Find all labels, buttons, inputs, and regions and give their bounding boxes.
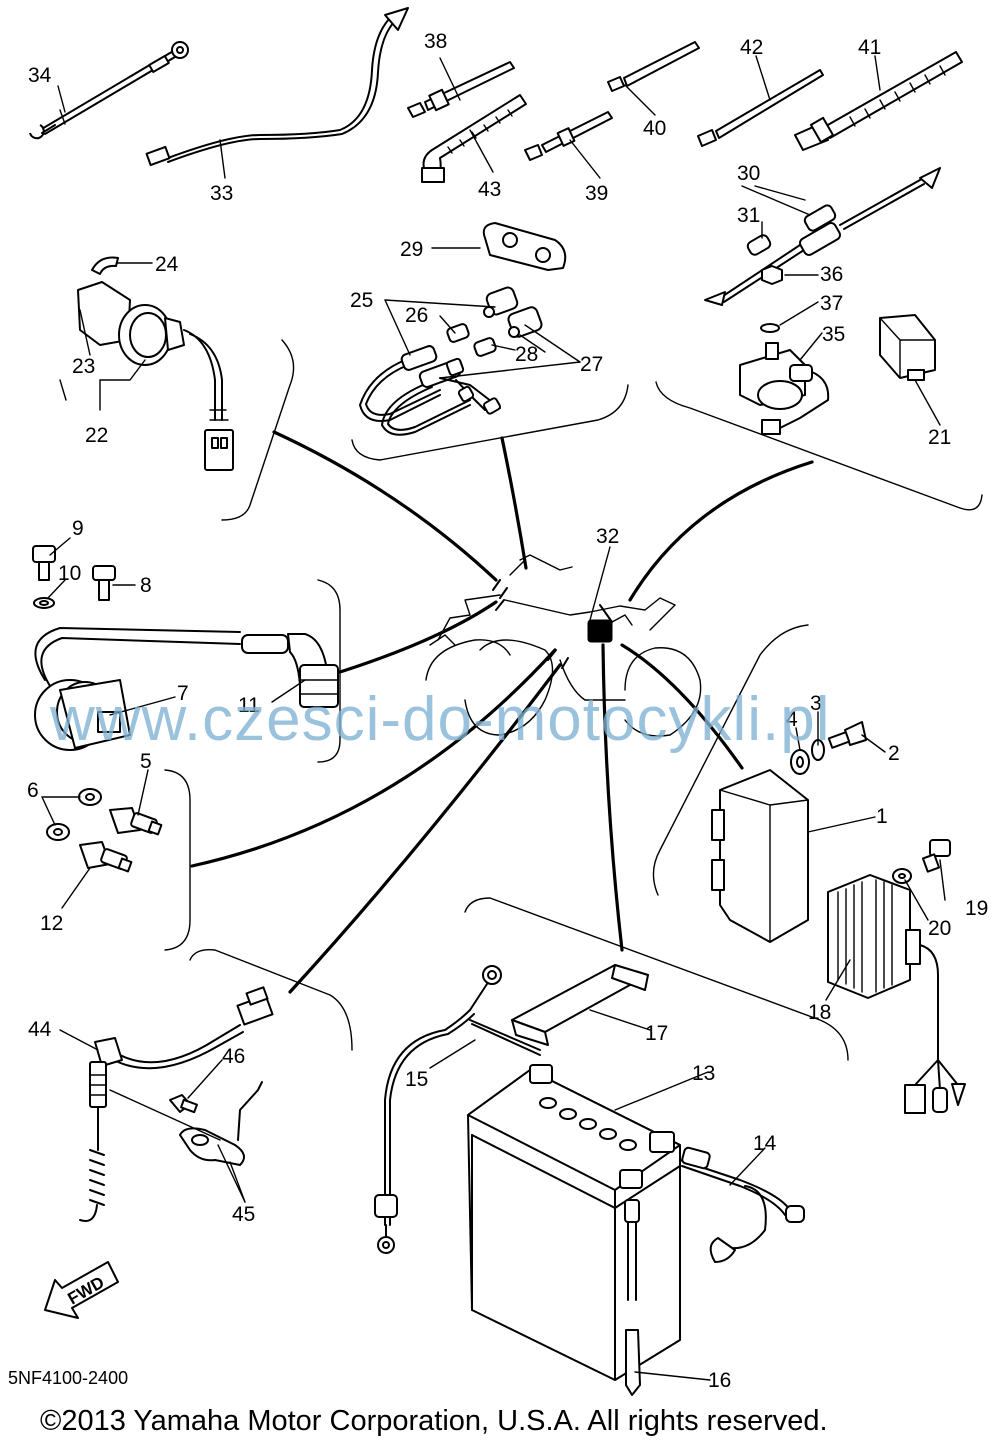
callout-33: 33 (210, 182, 233, 205)
watermark: www.czesci-do-motocykli.pl (49, 685, 831, 754)
part-18-rectifier (827, 874, 966, 1114)
callout-17: 17 (645, 1022, 668, 1045)
part-31-cap (746, 234, 772, 256)
callout-46: 46 (222, 1045, 245, 1068)
part-25-27-leads (359, 345, 501, 436)
callout-28: 28 (515, 343, 538, 366)
part-36-nut (761, 265, 783, 285)
part-44-brake-switch (79, 986, 274, 1222)
callout-41: 41 (858, 36, 881, 59)
callout-42: 42 (740, 36, 763, 59)
callout-18: 18 (808, 1001, 831, 1024)
copyright-notice: ©2013 Yamaha Motor Corporation, U.S.A. A… (40, 1405, 828, 1437)
callout-40: 40 (643, 117, 666, 140)
part-code: 5NF4100-2400 (8, 1368, 128, 1388)
callout-15: 15 (405, 1068, 428, 1091)
part-38-cable-tie (407, 61, 515, 118)
callout-20: 20 (928, 917, 951, 940)
part-42-cable-tie (697, 69, 824, 147)
callout-44: 44 (28, 1018, 52, 1041)
part-45-bracket (179, 1081, 263, 1166)
part-11-plug-cap (241, 633, 339, 708)
part-9-10-8-bolts (32, 545, 116, 609)
part-39-cable-tie (524, 111, 613, 161)
part-26-28-caps (446, 286, 543, 357)
part-37-washer (760, 323, 780, 333)
callout-38: 38 (424, 30, 447, 53)
callout-31: 31 (737, 204, 760, 227)
part-35-starter-relay (739, 342, 830, 435)
callout-27: 27 (580, 353, 603, 376)
callout-4: 4 (786, 708, 798, 731)
part-15-negative-lead (374, 965, 541, 1254)
callout-13: 13 (692, 1062, 715, 1085)
part-41-cable-tie (794, 51, 963, 151)
part-46-bolt (169, 1094, 198, 1114)
part-32-connector (587, 604, 613, 643)
callout-29: 29 (400, 238, 423, 261)
callout-1: 1 (876, 805, 888, 828)
callout-11: 11 (238, 694, 260, 717)
connector-lines (190, 430, 814, 994)
callout-numbers: 34 33 38 43 39 40 42 41 30 31 36 37 35 2… (27, 30, 988, 1392)
callout-43: 43 (478, 178, 501, 201)
part-19-20-fasteners (892, 839, 951, 884)
callout-45: 45 (232, 1203, 255, 1226)
callout-22: 22 (85, 424, 108, 447)
part-16-breather-hose (624, 1199, 641, 1396)
callout-35: 35 (822, 323, 845, 346)
callout-34: 34 (28, 64, 52, 87)
callout-16: 16 (708, 1369, 731, 1392)
part-24-clip (91, 256, 119, 275)
callout-25: 25 (350, 289, 373, 312)
callout-12: 12 (40, 912, 63, 935)
part-23-22-main-switch (77, 281, 234, 471)
part-43-cable-tie (421, 94, 527, 183)
callout-24: 24 (155, 253, 179, 276)
part-14-positive-lead (679, 1146, 805, 1263)
callout-32: 32 (596, 525, 619, 548)
part-40-cable-tie (607, 41, 700, 92)
callout-19: 19 (965, 897, 988, 920)
leader-lines (41, 55, 946, 1381)
part-29-plate (482, 222, 567, 271)
part-17-battery-band (511, 964, 649, 1046)
callout-30: 30 (737, 162, 760, 185)
vehicle-outline (425, 554, 702, 737)
part-12-switch (79, 841, 133, 873)
part-13-battery (467, 1064, 681, 1381)
callout-21: 21 (928, 426, 951, 449)
part-21-relay (879, 314, 936, 381)
callout-14: 14 (753, 1132, 777, 1155)
part-5-switch (109, 807, 163, 836)
part-30-lead (704, 167, 941, 306)
part-7-ignition-coil (34, 627, 241, 751)
part-33-lead-wire (145, 7, 409, 167)
callout-5: 5 (140, 750, 152, 773)
part-34-ground-lead (29, 41, 189, 140)
callout-10: 10 (58, 562, 81, 585)
callout-8: 8 (140, 574, 152, 597)
callout-36: 36 (820, 263, 843, 286)
callout-39: 39 (585, 182, 608, 205)
callout-37: 37 (820, 292, 843, 315)
callout-23: 23 (72, 355, 95, 378)
part-6-washers (46, 788, 102, 841)
callout-6: 6 (27, 779, 39, 802)
fwd-arrow: FWD (44, 1261, 119, 1319)
callout-3: 3 (810, 692, 822, 715)
callout-2: 2 (888, 742, 900, 765)
part-1-cdi-unit (711, 769, 809, 943)
callout-9: 9 (72, 517, 84, 540)
callout-26: 26 (405, 304, 428, 327)
group-brackets (164, 339, 983, 1061)
callout-7: 7 (177, 682, 189, 705)
